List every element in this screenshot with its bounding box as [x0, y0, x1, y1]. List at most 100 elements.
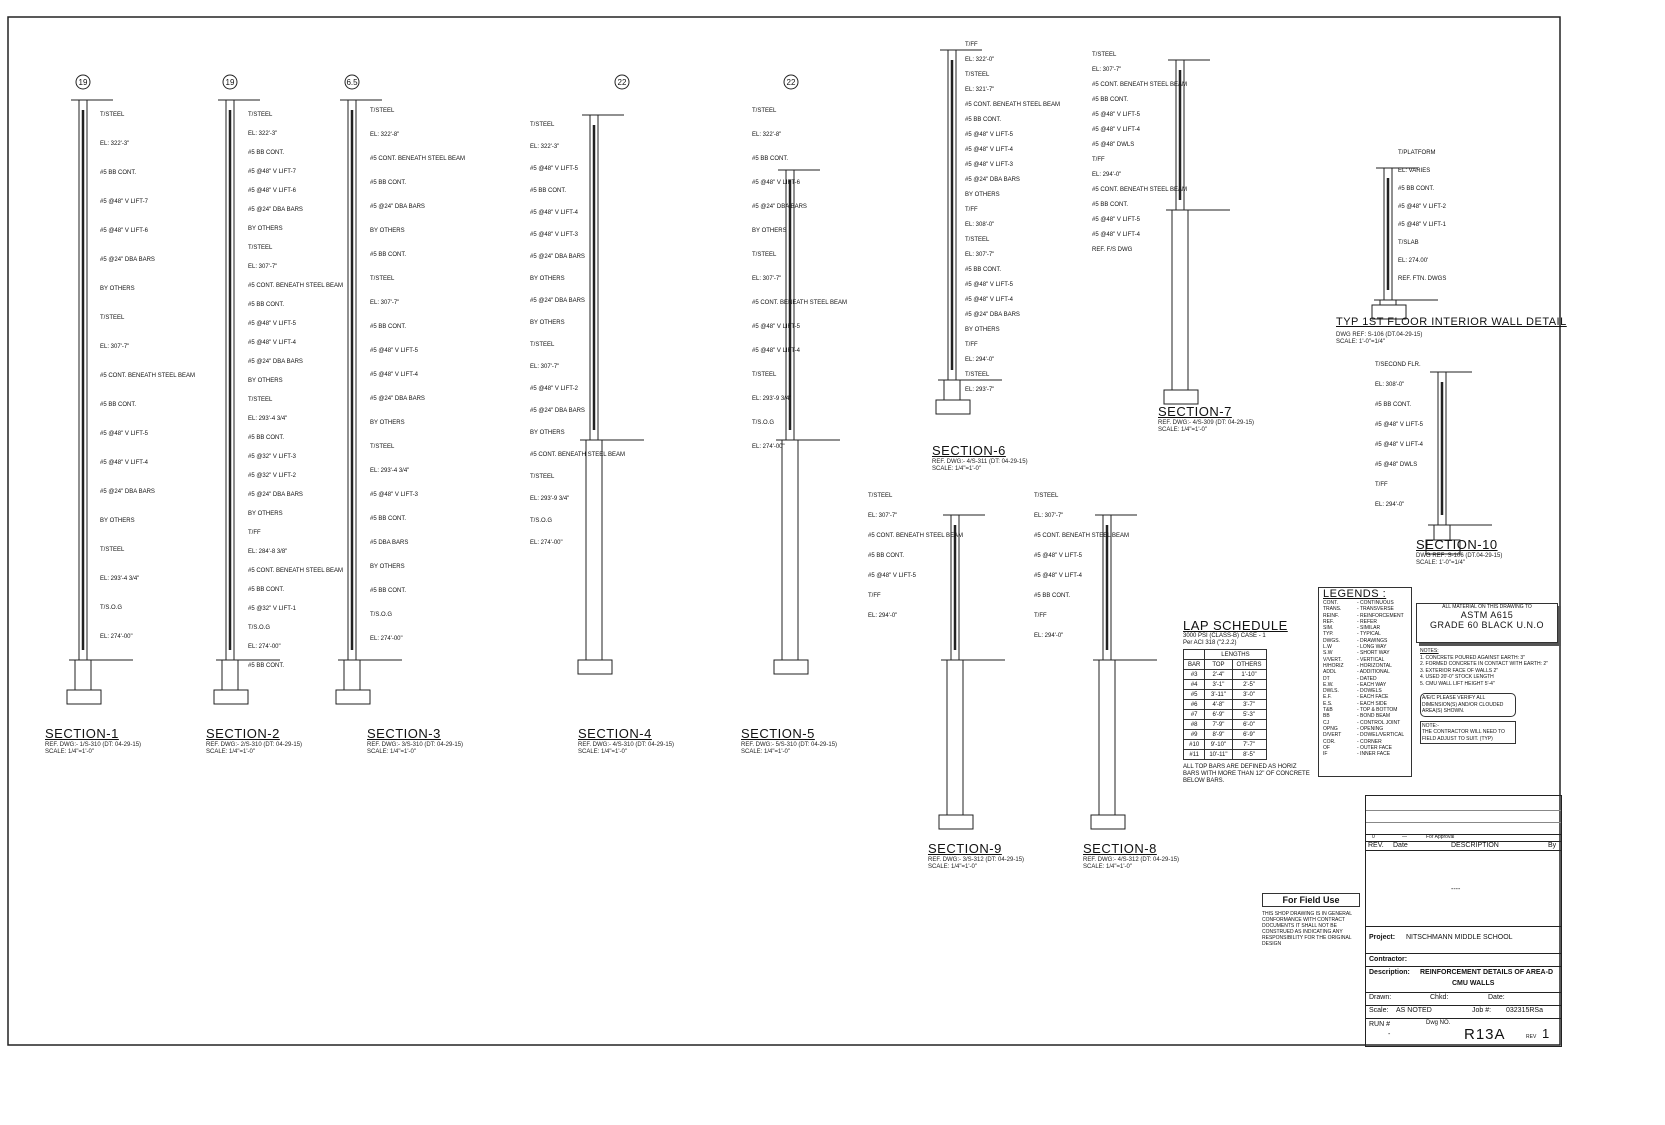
callout-s4-8: #5 @24" DBA BARS — [530, 298, 585, 304]
callout-s2-28: EL: 274'-00" — [248, 644, 281, 650]
callout-s8-6: T/FF — [1034, 613, 1047, 619]
legend-item: REINF.- REINFORCEMENT — [1319, 613, 1411, 619]
lap-cell: 1'-10" — [1231, 669, 1267, 680]
dwg-label: Dwg NO. — [1426, 1020, 1451, 1026]
callout-s5-11: T/STEEL — [752, 372, 777, 378]
callout-s4-14: BY OTHERS — [530, 430, 565, 436]
footing-s6 — [935, 399, 971, 415]
section-title-s4: SECTION-4 — [578, 726, 652, 741]
callout-s6-22: T/STEEL — [965, 372, 990, 378]
callout-s4-5: #5 @48" V LIFT-3 — [530, 232, 578, 238]
callout-s6-16: #5 @48" V LIFT-5 — [965, 282, 1013, 288]
callout-s7-3: #5 BB CONT. — [1092, 97, 1129, 103]
callout-s7-8: EL: 294'-0" — [1092, 172, 1122, 178]
material-box: ALL MATERIAL ON THIS DRAWING TO ASTM A61… — [1416, 603, 1558, 643]
callout-s5-1: EL: 322'-8" — [752, 132, 782, 138]
callout-s2-2: #5 BB CONT. — [248, 150, 285, 156]
callout-s2-13: #5 @24" DBA BARS — [248, 359, 303, 365]
callout-s9-3: #5 BB CONT. — [868, 553, 905, 559]
callout-s1-11: #5 @48" V LIFT-5 — [100, 431, 148, 437]
lap-header-top: TOP — [1204, 659, 1233, 670]
callout-s4-10: T/STEEL — [530, 342, 555, 348]
callout-s3-19: BY OTHERS — [370, 564, 405, 570]
legend-item: IF- INNER FACE — [1319, 751, 1411, 757]
grid-label-s3: 6.5 — [346, 78, 358, 87]
lap-cell: 6'-0" — [1231, 719, 1267, 730]
callout-typ-1: EL: VARIES — [1398, 168, 1431, 174]
legend-value: - OUTER FACE — [1357, 744, 1393, 751]
grid-label-s5: 22 — [787, 78, 796, 87]
legend-key: DT — [1323, 675, 1330, 682]
by-label: By — [1548, 842, 1557, 849]
callout-s9-4: #5 @48" V LIFT-5 — [868, 573, 916, 579]
sheet-border — [7, 16, 1561, 1046]
callout-s4-2: #5 @48" V LIFT-5 — [530, 166, 578, 172]
callout-s3-5: BY OTHERS — [370, 228, 405, 234]
callout-s7-7: T/FF — [1092, 157, 1105, 163]
legend-key: H/HORIZ — [1323, 662, 1344, 669]
lap-cell: 7'-7" — [1231, 739, 1267, 750]
section-ref-typ: DWG REF: S-106 (DT.04-29-15) — [1336, 332, 1423, 338]
legend-key: OPNG — [1323, 725, 1338, 732]
callout-s3-15: EL: 293'-4 3/4" — [370, 468, 410, 474]
footing-s4 — [577, 659, 613, 675]
callout-s6-20: T/FF — [965, 342, 978, 348]
callout-s5-10: #5 @48" V LIFT-4 — [752, 348, 800, 354]
callout-s3-1: EL: 322'-8" — [370, 132, 400, 138]
callout-s1-15: T/STEEL — [100, 547, 125, 553]
callout-s6-10: BY OTHERS — [965, 192, 1000, 198]
section-scale-s4: SCALE: 1/4"=1'-0" — [578, 749, 627, 755]
description-line2: CMU WALLS — [1452, 980, 1495, 987]
section-ref-s2: REF. DWG:- 2/S-310 (DT: 04-29-15) — [206, 742, 303, 748]
legend-item: V/VERT.- VERTICAL — [1319, 657, 1411, 663]
project-name: NITSCHMANN MIDDLE SCHOOL — [1406, 934, 1513, 941]
callout-s10-5: #5 @48" DWLS — [1375, 462, 1418, 468]
grid-label-s4: 22 — [618, 78, 627, 87]
chkd-label: Chkd: — [1430, 994, 1449, 1001]
callout-s1-4: #5 @48" V LIFT-6 — [100, 228, 148, 234]
callout-s6-17: #5 @48" V LIFT-4 — [965, 297, 1013, 303]
grid-bubble-s1 — [75, 74, 91, 90]
lap-schedule-title: LAP SCHEDULE — [1183, 618, 1288, 633]
callout-s4-9: BY OTHERS — [530, 320, 565, 326]
callout-s6-21: EL: 294'-0" — [965, 357, 995, 363]
grid-bubble-s2 — [222, 74, 238, 90]
section-ref-s4: REF. DWG:- 4/S-310 (DT: 04-29-15) — [578, 742, 675, 748]
lap-schedule-sub2: Per ACI 318 ("2.2.2) — [1183, 640, 1237, 646]
callout-s5-9: #5 @48" V LIFT-5 — [752, 324, 800, 330]
section-scale-typ: SCALE: 1'-0"=1/4" — [1336, 339, 1385, 345]
callout-s3-18: #5 DBA BARS — [370, 540, 409, 546]
callout-typ-7: REF. FTN. DWGS — [1398, 276, 1447, 282]
section-ref-s8: REF. DWG:- 4/S-312 (DT: 04-29-15) — [1083, 857, 1180, 863]
run-value: - — [1388, 1031, 1391, 1038]
section-scale-s7: SCALE: 1/4"=1'-0" — [1158, 427, 1207, 433]
job-label: Job #: — [1472, 1007, 1492, 1014]
callout-s8-3: #5 @48" V LIFT-5 — [1034, 553, 1082, 559]
section-scale-s8: SCALE: 1/4"=1'-0" — [1083, 864, 1132, 870]
legend-key: CJ — [1323, 719, 1330, 726]
footing-s7 — [1163, 389, 1199, 405]
callout-s3-14: T/STEEL — [370, 444, 395, 450]
lap-cell: 8'-9" — [1204, 729, 1233, 740]
callout-s6-9: #5 @24" DBA BARS — [965, 177, 1020, 183]
callout-s3-21: T/S.O.G — [370, 612, 393, 618]
legend-key: T&B — [1323, 707, 1333, 714]
callout-s10-4: #5 @48" V LIFT-4 — [1375, 442, 1423, 448]
callout-s4-1: EL: 322'-3" — [530, 144, 560, 150]
callout-s1-18: EL: 274'-00" — [100, 634, 133, 640]
callout-s4-15: #5 CONT. BENEATH STEEL BEAM — [530, 452, 626, 458]
lap-cell: #3 — [1182, 669, 1206, 680]
field-use-text: THIS SHOP DRAWING IS IN GENERAL CONFORMA… — [1262, 911, 1352, 947]
callout-s5-3: #5 @48" V LIFT-6 — [752, 180, 800, 186]
callout-s2-0: T/STEEL — [248, 112, 273, 118]
callout-s3-3: #5 BB CONT. — [370, 180, 407, 186]
section-title-typ: TYP 1ST FLOOR INTERIOR WALL DETAIL — [1336, 316, 1567, 328]
lap-header-bar: BAR — [1182, 659, 1206, 670]
contractor-note-box: NOTE:- THE CONTRACTOR WILL NEED TO FIELD… — [1420, 720, 1516, 744]
legend-value: - SHORT WAY — [1357, 650, 1390, 657]
callout-s2-3: #5 @48" V LIFT-7 — [248, 169, 296, 175]
callout-s1-7: T/STEEL — [100, 315, 125, 321]
